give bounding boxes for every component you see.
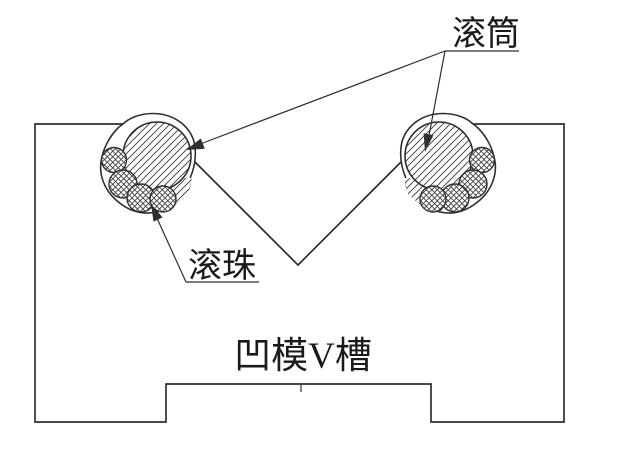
ball-leader	[155, 215, 187, 283]
roller-callout	[186, 50, 519, 152]
roller-label: 滚筒	[452, 15, 520, 53]
die-block-outline	[34, 123, 565, 423]
roller-arrowhead-right-icon	[423, 133, 434, 152]
ball-callout	[151, 204, 259, 283]
left-roller-assembly	[99, 112, 197, 214]
roller-leader-right	[426, 50, 446, 147]
right-roller-assembly	[399, 112, 497, 214]
left-ball-4	[149, 185, 177, 213]
right-ball-1	[468, 146, 496, 174]
roller-leader-left	[190, 50, 446, 149]
ball-arrowhead-icon	[151, 204, 163, 222]
ball-label: 滚珠	[188, 247, 256, 285]
right-ball-4	[419, 185, 447, 213]
die-groove-label: 凹模V槽	[234, 335, 372, 377]
left-ball-1	[100, 146, 128, 174]
roller-arrowhead-left-icon	[186, 138, 205, 150]
